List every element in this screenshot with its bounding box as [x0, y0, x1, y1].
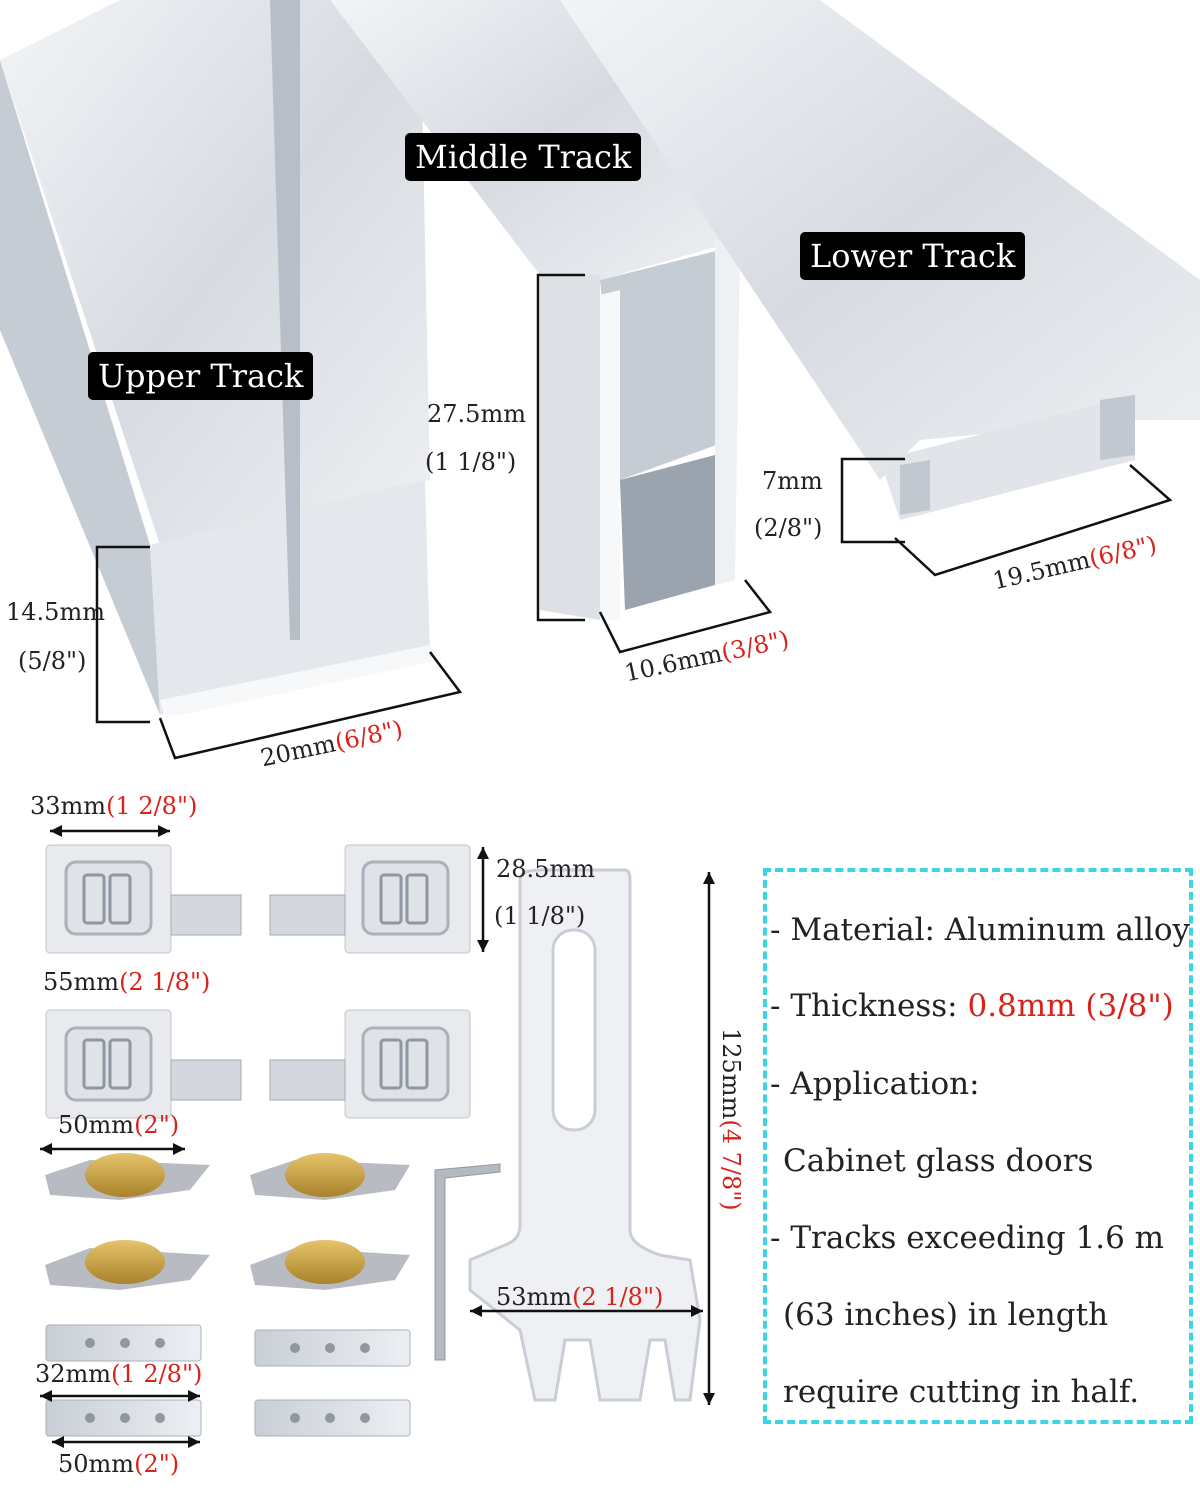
spec-thickness-label: - Thickness:	[770, 988, 968, 1024]
arrowheads	[40, 825, 715, 1448]
parts-dimension-lines	[40, 829, 711, 1444]
stopper-length-mm: 55mm	[43, 968, 120, 996]
stopper-height-mm: 28.5mm	[496, 855, 595, 883]
spec-note-line2: (63 inches) in length	[783, 1297, 1109, 1333]
hex-key	[434, 1163, 501, 1361]
upper-height-mm: 14.5mm	[6, 598, 105, 626]
guide-plates	[45, 1324, 411, 1437]
upper-track-shape	[0, 0, 440, 718]
stopper-height-in: (1 1/8")	[494, 902, 586, 930]
middle-height-mm: 27.5mm	[427, 400, 526, 428]
guide-width: 32mm(1 2/8")	[35, 1360, 202, 1388]
stopper-length: 55mm(2 1/8")	[43, 968, 210, 996]
stopper-width-mm: 33mm	[30, 792, 107, 820]
spec-box	[763, 868, 1193, 1424]
spec-thickness-value: 0.8mm (3/8")	[967, 988, 1174, 1024]
roller-parts	[45, 1153, 410, 1290]
guide-width-in: (1 2/8")	[111, 1360, 203, 1388]
spec-application-label: - Application:	[770, 1066, 980, 1102]
upper-height-in: (5/8")	[18, 647, 87, 675]
tool-width-mm: 53mm	[496, 1283, 573, 1311]
spec-application-value: Cabinet glass doors	[783, 1143, 1094, 1179]
install-tool	[468, 868, 702, 1402]
stopper2-length: 50mm(2")	[58, 1111, 179, 1139]
lower-height-in: (2/8")	[754, 514, 823, 542]
guide-length-mm: 50mm	[58, 1450, 135, 1478]
spec-note-line3: require cutting in half.	[783, 1374, 1140, 1410]
tool-length-mm: 125mm	[717, 1028, 745, 1120]
middle-track-label: Middle Track	[405, 133, 642, 181]
stopper2-length-in: (2")	[134, 1111, 180, 1139]
tool-length-in: (4 7/8")	[717, 1119, 745, 1211]
guide-length-in: (2")	[134, 1450, 180, 1478]
spec-note-line1: - Tracks exceeding 1.6 m	[770, 1220, 1165, 1256]
stopper-parts	[45, 844, 471, 1119]
guide-width-mm: 32mm	[35, 1360, 112, 1388]
stopper-length-in: (2 1/8")	[119, 968, 211, 996]
stopper2-length-mm: 50mm	[58, 1111, 135, 1139]
lower-height-mm: 7mm	[762, 467, 823, 495]
tool-width: 53mm(2 1/8")	[496, 1283, 663, 1311]
lower-track-label: Lower Track	[800, 232, 1026, 280]
spec-thickness: - Thickness: 0.8mm (3/8")	[770, 988, 1174, 1024]
guide-length: 50mm(2")	[58, 1450, 179, 1478]
stopper-width: 33mm(1 2/8")	[30, 792, 197, 820]
upper-track-label: Upper Track	[88, 352, 314, 400]
stopper-width-in: (1 2/8")	[106, 792, 198, 820]
spec-material: - Material: Aluminum alloy	[770, 912, 1191, 948]
tool-length: 125mm(4 7/8")	[717, 1028, 745, 1211]
tool-width-in: (2 1/8")	[572, 1283, 664, 1311]
dimension-lines	[95, 273, 1173, 760]
middle-height-in: (1 1/8")	[425, 448, 517, 476]
